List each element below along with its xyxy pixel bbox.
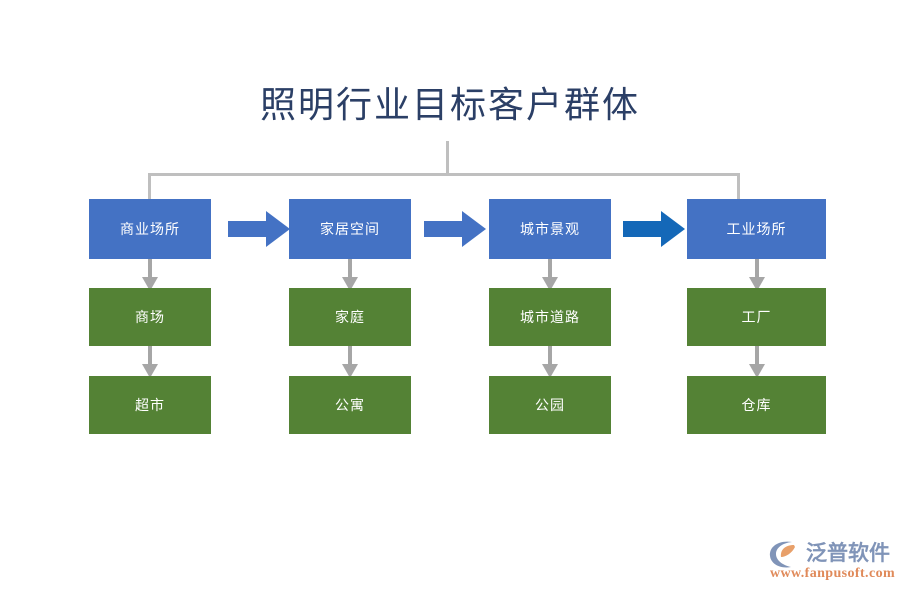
diagram-title: 照明行业目标客户群体: [259, 85, 640, 125]
down-arrow-icon-4a: [748, 259, 766, 291]
fanpu-logo-mark-icon: [769, 541, 795, 568]
brand-url: www.fanpusoft.com: [770, 566, 896, 581]
bracket-stem: [446, 141, 449, 175]
detail-box-4b[interactable]: 仓库: [687, 376, 826, 434]
detail-box-2b[interactable]: 公寓: [289, 376, 411, 434]
detail-box-4a[interactable]: 工厂: [687, 288, 826, 346]
category-box-2[interactable]: 家居空间: [289, 199, 411, 259]
flow-arrow-icon-3: [623, 211, 685, 247]
down-arrow-icon-3b: [541, 346, 559, 378]
down-arrow-icon-1a: [141, 259, 159, 291]
detail-box-3b[interactable]: 公园: [489, 376, 611, 434]
bracket-bar: [148, 173, 740, 176]
flow-arrow-icon-1: [228, 211, 290, 247]
brand-logo: 泛普软件 www.fanpusoft.com: [768, 537, 896, 589]
down-arrow-icon-4b: [748, 346, 766, 378]
category-box-4[interactable]: 工业场所: [687, 199, 826, 259]
detail-box-2a[interactable]: 家庭: [289, 288, 411, 346]
down-arrow-icon-1b: [141, 346, 159, 378]
bracket-drop-left: [148, 173, 151, 200]
down-arrow-icon-2b: [341, 346, 359, 378]
detail-box-3a[interactable]: 城市道路: [489, 288, 611, 346]
category-box-3[interactable]: 城市景观: [489, 199, 611, 259]
down-arrow-icon-2a: [341, 259, 359, 291]
down-arrow-icon-3a: [541, 259, 559, 291]
detail-box-1a[interactable]: 商场: [89, 288, 211, 346]
brand-name: 泛普软件: [806, 541, 890, 565]
bracket-drop-right: [737, 173, 740, 200]
flow-arrow-icon-2: [424, 211, 486, 247]
detail-box-1b[interactable]: 超市: [89, 376, 211, 434]
category-box-1[interactable]: 商业场所: [89, 199, 211, 259]
